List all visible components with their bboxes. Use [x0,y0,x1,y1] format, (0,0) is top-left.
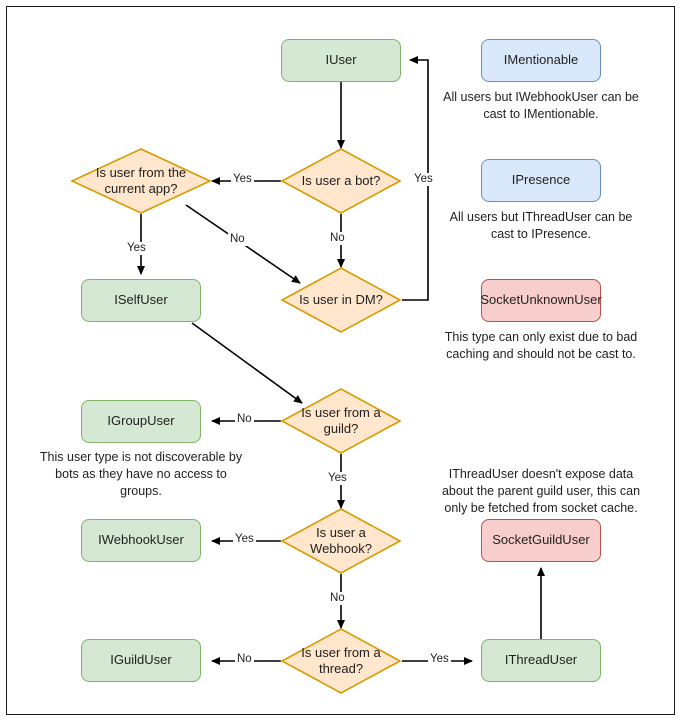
node-is-user-from-thread[interactable]: Is user from a thread? [280,628,402,694]
node-igroupuser-label: IGroupUser [107,413,175,429]
edge-label-isguild-yes: Yes [326,472,349,485]
node-is-user-from-guild[interactable]: Is user from a guild? [280,388,402,454]
node-is-user-from-current-app[interactable]: Is user from the current app? [70,148,212,214]
node-is-user-from-current-app-label: Is user from the current app? [95,164,187,196]
node-iselfuser-label: ISelfUser [114,292,168,308]
edge-label-isdm-yes: Yes [412,173,435,186]
edge-label-iswebhook-yes: Yes [233,533,256,546]
edge-iselfuser-to-isguild [191,322,303,404]
node-socketguilduser-label: SocketGuildUser [492,532,590,548]
node-iuser[interactable]: IUser [281,39,401,82]
node-is-user-in-dm-label: Is user in DM? [299,291,383,307]
edge-label-isbot-yes: Yes [231,173,254,186]
node-socketunknownuser[interactable]: SocketUnknownUser [480,279,602,322]
node-iguilduser-label: IGuildUser [110,652,172,668]
node-ipresence[interactable]: IPresence [481,159,601,202]
edge-label-currentapp-no: No [228,233,247,246]
node-iselfuser[interactable]: ISelfUser [81,279,201,322]
note-igroupuser: This user type is not discoverable by bo… [39,450,243,498]
edge-label-isguild-no: No [235,413,254,426]
node-iguilduser[interactable]: IGuildUser [81,639,201,682]
edge-label-iswebhook-no: No [328,592,347,605]
node-socketunknownuser-label: SocketUnknownUser [480,292,602,308]
node-igroupuser[interactable]: IGroupUser [81,400,201,443]
node-is-user-a-bot[interactable]: Is user a bot? [280,148,402,214]
node-ithreaduser[interactable]: IThreadUser [481,639,601,682]
node-iuser-label: IUser [325,52,357,68]
node-imentionable-label: IMentionable [503,52,579,68]
edge-label-isthread-yes: Yes [428,653,451,666]
node-iwebhookuser[interactable]: IWebhookUser [81,519,201,562]
node-ipresence-label: IPresence [511,172,571,188]
edge-label-isthread-no: No [235,653,254,666]
node-is-user-from-guild-label: Is user from a guild? [301,404,381,436]
edge-label-isbot-no: No [328,232,347,245]
node-socketguilduser[interactable]: SocketGuildUser [481,519,601,562]
node-is-user-a-webhook[interactable]: Is user a Webhook? [280,508,402,574]
edge-label-currentapp-yes: Yes [125,242,148,255]
node-is-user-from-thread-label: Is user from a thread? [301,644,381,676]
note-imentionable: All users but IWebhookUser can be cast t… [443,90,639,121]
node-ithreaduser-label: IThreadUser [504,652,578,668]
note-ipresence: All users but IThreadUser can be cast to… [449,210,633,241]
node-is-user-in-dm[interactable]: Is user in DM? [280,267,402,333]
note-socketunknownuser: This type can only exist due to bad cach… [444,330,638,361]
note-socketguilduser: IThreadUser doesn't expose data about th… [441,467,641,515]
node-is-user-a-bot-label: Is user a bot? [301,172,381,188]
node-imentionable[interactable]: IMentionable [481,39,601,82]
node-is-user-a-webhook-label: Is user a Webhook? [310,524,372,556]
node-iwebhookuser-label: IWebhookUser [98,532,184,548]
